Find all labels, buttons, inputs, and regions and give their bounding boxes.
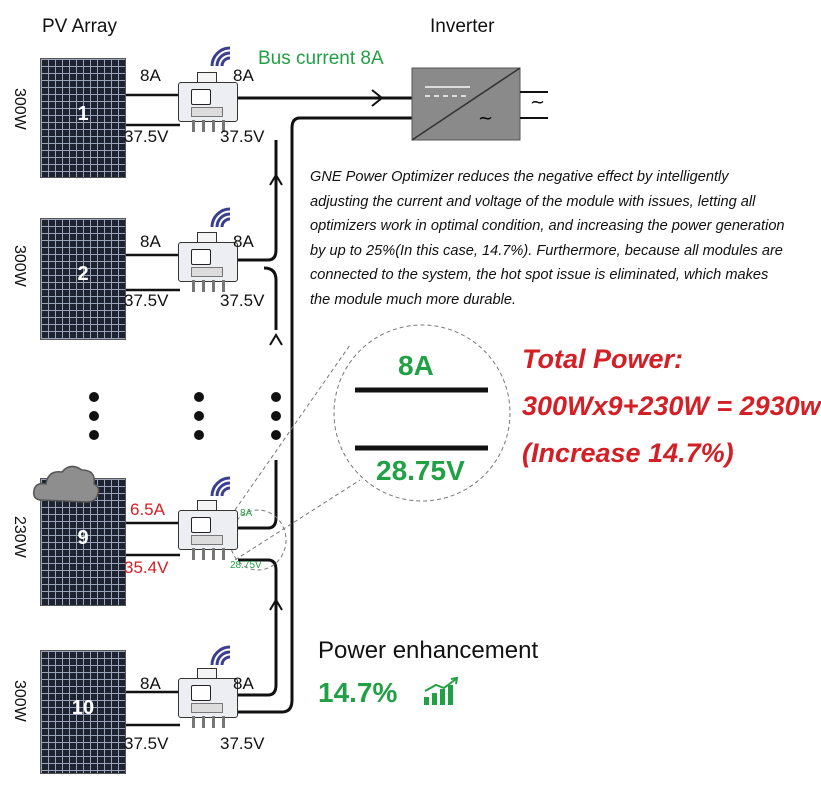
panel-number: 10 [71, 697, 95, 719]
total-power-title: Total Power: [522, 344, 684, 374]
panel-number: 2 [77, 263, 89, 285]
solar-panel-icon: 1 [40, 58, 126, 178]
output-current-label: 8A [240, 508, 253, 519]
bus-current-label: Bus current 8A [258, 48, 384, 69]
solar-panel-icon: 2 [40, 218, 126, 340]
cloud-icon [32, 465, 100, 503]
ellipsis-dots [89, 392, 99, 449]
total-power-increase: (Increase 14.7%) [522, 438, 734, 468]
input-voltage-label: 37.5V [124, 734, 169, 753]
output-voltage-label: 37.5V [220, 291, 265, 310]
solar-panel-icon: 10 [40, 650, 126, 774]
wifi-icon [210, 645, 231, 666]
panel-watt-label: 300W [11, 245, 28, 287]
inverter-title: Inverter [430, 16, 495, 37]
optimizer-icon [178, 232, 238, 292]
input-voltage-label: 37.5V [124, 127, 169, 146]
ac-symbol: ~ [530, 92, 545, 113]
inverter-box [411, 67, 548, 141]
optimizer-icon [178, 72, 238, 132]
wiring-diagram: ~ ~ [126, 67, 548, 727]
output-current-label: 8A [233, 674, 254, 693]
wifi-icon [210, 476, 231, 497]
enhancement-label: Power enhancement [318, 637, 539, 664]
optimizer-icon [178, 500, 238, 560]
zoom-current-label: 8A [398, 350, 434, 381]
ellipsis-dots [271, 392, 281, 449]
input-current-label: 8A [140, 66, 161, 85]
input-current-label: 8A [140, 674, 161, 693]
total-power-formula: 300Wx9+230W = 2930w [522, 391, 821, 421]
inverter-ac-symbol: ~ [478, 108, 493, 129]
output-current-label: 8A [233, 66, 254, 85]
ellipsis-dots [194, 392, 204, 449]
description-text: GNE Power Optimizer reduces the negative… [310, 169, 785, 308]
panel-watt-label: 300W [11, 680, 28, 722]
enhancement-value: 14.7% [318, 677, 398, 708]
output-voltage-label: 37.5V [220, 127, 265, 146]
output-voltage-label: 28.75V [230, 560, 262, 571]
input-voltage-label: 37.5V [124, 291, 169, 310]
output-current-label: 8A [233, 232, 254, 251]
optimizer-icon [178, 668, 238, 728]
bar-chart-icon [424, 676, 459, 705]
zoom-voltage-label: 28.75V [376, 455, 465, 486]
pv-array-title: PV Array [42, 16, 117, 37]
wifi-icon [210, 207, 231, 228]
panel-watt-label: 300W [11, 88, 28, 130]
panel-number: 1 [77, 103, 89, 125]
panel-watt-label: 230W [11, 516, 28, 558]
input-voltage-label: 35.4V [124, 558, 169, 577]
output-voltage-label: 37.5V [220, 734, 265, 753]
wifi-icon [210, 46, 231, 67]
input-current-label: 6.5A [130, 500, 165, 519]
panel-number: 9 [77, 527, 89, 549]
input-current-label: 8A [140, 232, 161, 251]
